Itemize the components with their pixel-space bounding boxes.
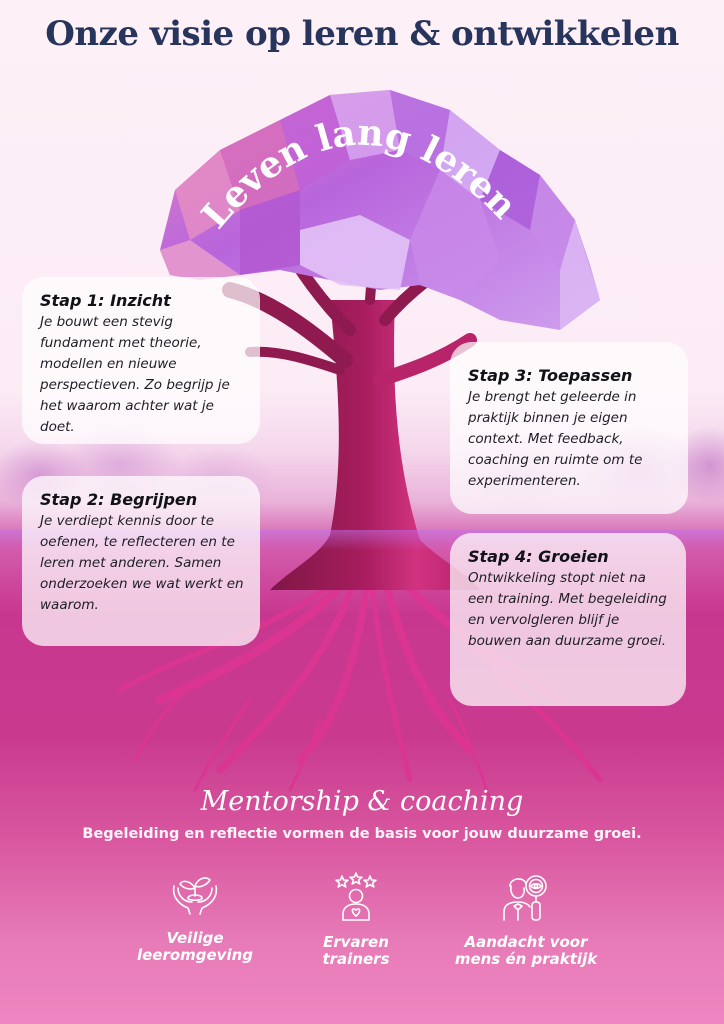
mentorship-title: Mentorship & coaching bbox=[200, 786, 524, 817]
step-3-text: Je brengt het geleerde in praktijk binne… bbox=[468, 389, 643, 489]
step-2-text: Je verdiept kennis door te oefenen, te r… bbox=[40, 513, 244, 613]
person-magnifier-icon bbox=[503, 875, 547, 921]
feature-experienced-trainers: Ervaren trainers bbox=[296, 872, 416, 968]
hands-plant-icon bbox=[172, 877, 218, 915]
step-card-3: Stap 3: Toepassen Je brengt het geleerde… bbox=[450, 342, 688, 514]
tree-trunk bbox=[270, 300, 480, 590]
step-card-2: Stap 2: Begrijpen Je verdiept kennis doo… bbox=[22, 476, 260, 646]
step-1-text: Je bouwt een stevig fundament met theori… bbox=[40, 314, 230, 435]
step-3-title: Stap 3: Toepassen bbox=[468, 366, 633, 385]
feature-3-label: Aandacht voor mens én praktijk bbox=[454, 933, 598, 968]
feature-people-and-practice: Aandacht voor mens én praktijk bbox=[436, 872, 616, 968]
feature-safe-environment: Veilige leeromgeving bbox=[120, 872, 270, 964]
mentorship-subtitle: Begeleiding en reflectie vormen de basis… bbox=[82, 826, 642, 842]
page-title: Onze visie op leren & ontwikkelen bbox=[45, 14, 679, 54]
step-4-title: Stap 4: Groeien bbox=[468, 547, 609, 566]
step-4-text: Ontwikkeling stopt niet na een training.… bbox=[468, 570, 667, 649]
tree-canopy bbox=[160, 90, 600, 330]
person-stars-icon bbox=[335, 872, 377, 921]
step-card-1: Stap 1: Inzicht Je bouwt een stevig fund… bbox=[22, 277, 260, 444]
step-card-4: Stap 4: Groeien Ontwikkeling stopt niet … bbox=[450, 533, 686, 706]
feature-2-label: Ervaren trainers bbox=[322, 933, 390, 968]
step-2-title: Stap 2: Begrijpen bbox=[40, 490, 198, 509]
step-1-title: Stap 1: Inzicht bbox=[40, 291, 171, 310]
feature-1-label: Veilige leeromgeving bbox=[136, 929, 254, 964]
